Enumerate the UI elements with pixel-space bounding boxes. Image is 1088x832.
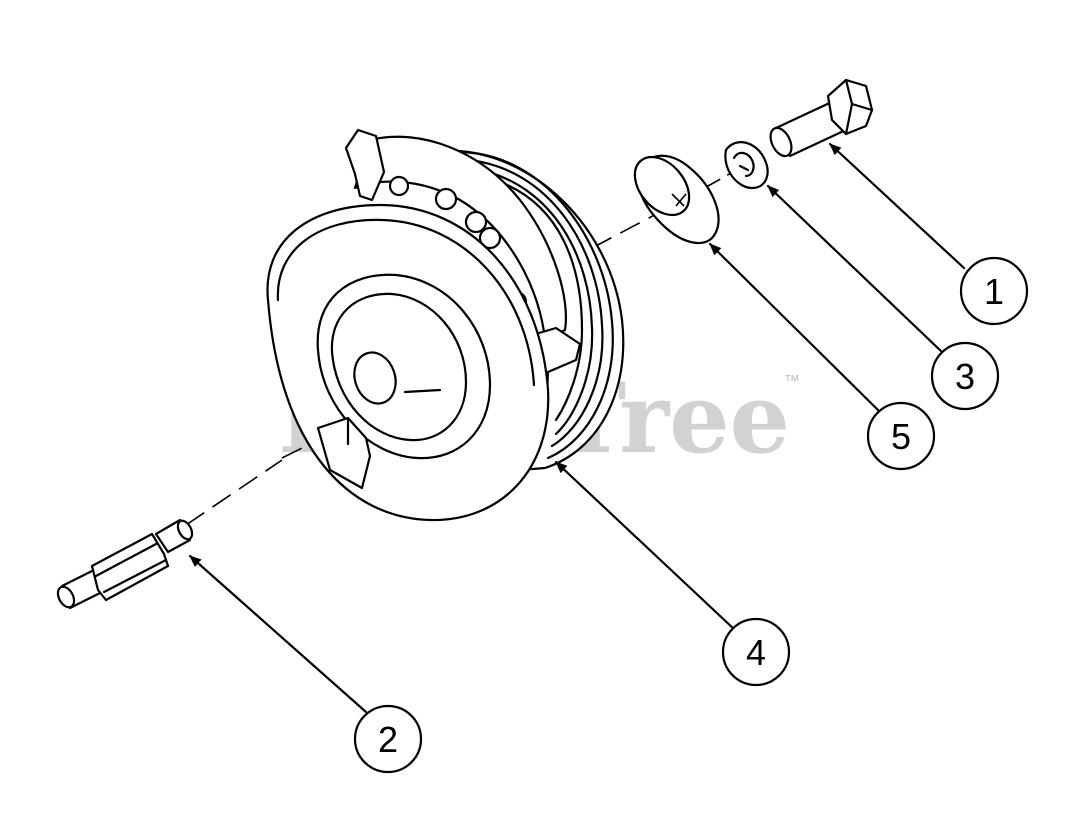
callout-label: 3 [955,356,975,397]
leader-line-1 [828,142,966,270]
callout-3[interactable]: 3 [930,341,1000,411]
callout-1[interactable]: 1 [959,256,1029,326]
adapter-shaft-icon [56,518,194,610]
lock-washer-icon [724,141,769,190]
callout-5[interactable]: 5 [866,401,936,471]
leader-line-5 [708,242,880,412]
leader-line-3 [766,184,944,354]
callout-leaders [188,142,966,714]
callout-2[interactable]: 2 [353,704,423,774]
callout-label: 5 [891,416,911,457]
callout-4[interactable]: 4 [721,617,791,687]
callout-label: 2 [378,719,398,760]
callout-label: 4 [746,632,766,673]
pto-clutch-icon [266,128,625,522]
callout-label: 1 [984,271,1004,312]
bolt-icon [769,78,874,158]
leader-line-2 [188,554,368,714]
trademark-symbol: ™ [784,373,800,390]
flat-washer-icon [633,154,720,245]
leader-line-4 [554,460,737,632]
